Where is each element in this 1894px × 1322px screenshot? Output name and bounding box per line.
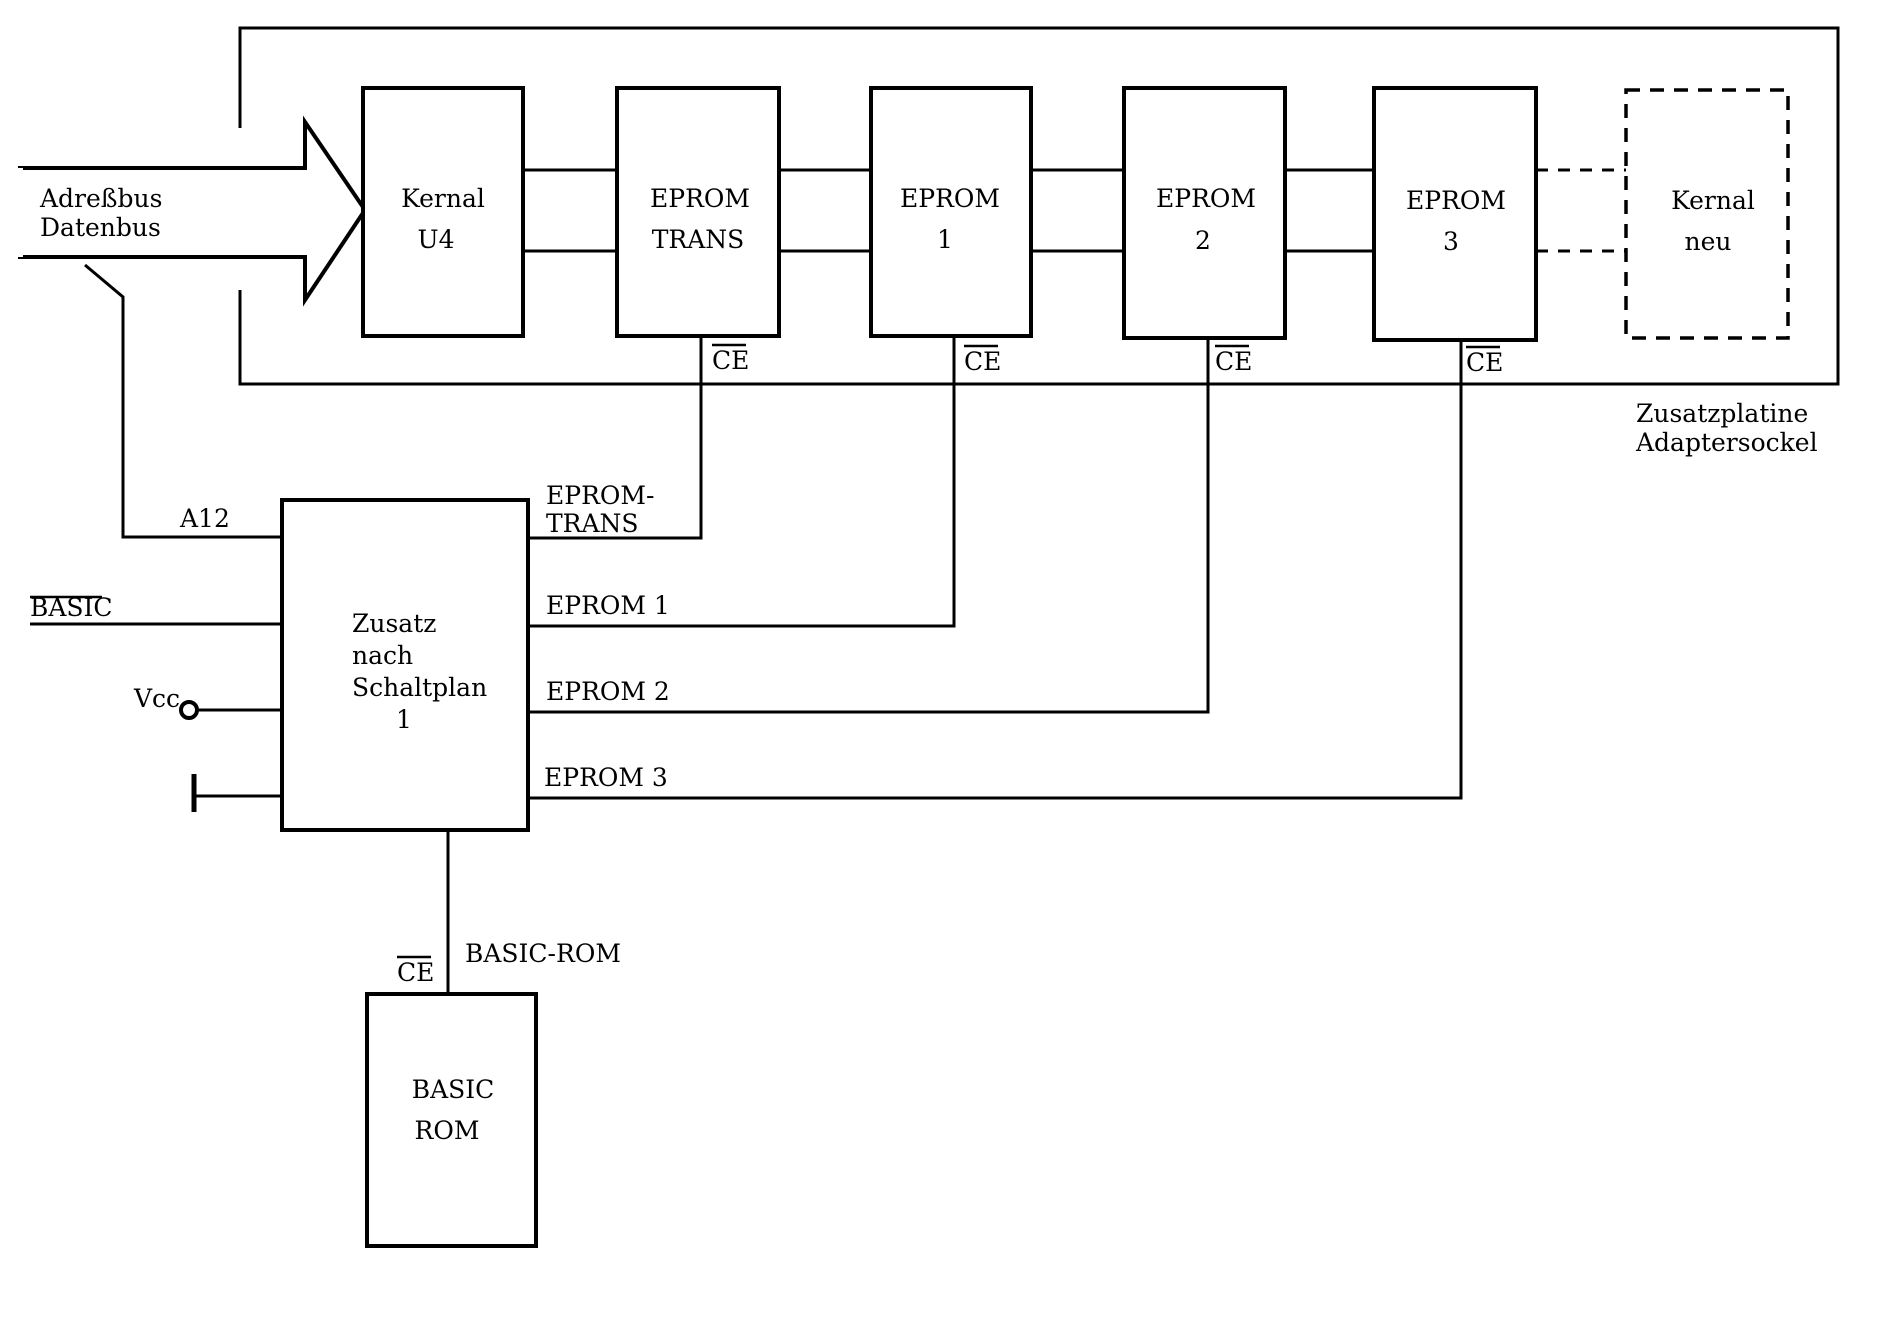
ce-label-eprom-2: CE [1215,347,1252,376]
eprom-3-label-1: EPROM [1406,186,1506,215]
eprom-1-label-1: EPROM [900,184,1000,213]
bus-label-address: Adreßbus [39,184,162,213]
ce-label-eprom-trans: CE [712,346,749,375]
a12-label: A12 [179,504,230,533]
kernal-neu-label-2: neu [1685,227,1732,256]
eprom-3-label-2: 3 [1443,227,1459,256]
bus-arrow [18,115,368,307]
eprom-2-chip [1122,86,1287,340]
eprom-1-chip [869,86,1033,338]
vcc-terminal-icon [179,700,199,720]
board-label-2: Adaptersockel [1635,428,1818,457]
eprom-trans-label-1: EPROM [650,184,750,213]
eprom-1-ce-wire [528,338,956,628]
zusatz-label-3: Schaltplan [352,673,487,702]
kernal-neu-label-1: Kernal [1671,186,1755,215]
eprom-2-label-2: 2 [1195,226,1211,255]
zusatz-schaltplan-block [280,498,530,832]
basic-rom-label-1: BASIC [412,1075,495,1104]
eprom-1-label-2: 1 [937,225,953,254]
kernal-u4-label-1: Kernal [401,184,485,213]
ce-label-eprom-1: CE [964,347,1001,376]
basic-rom-label-2: ROM [415,1116,480,1145]
out-eprom-trans-label-1: EPROM- [546,481,654,510]
eprom-trans-chip [615,86,781,338]
zusatz-label-1: Zusatz [352,609,436,638]
eprom-3-ce-wire [528,342,1463,800]
basic-rom-wire-label: BASIC-ROM [465,939,621,968]
eprom-trans-label-2: TRANS [652,225,745,254]
out-eprom-1-label: EPROM 1 [546,591,670,620]
zusatz-label-4: 1 [396,705,412,734]
adapter-board-outline [238,26,1840,386]
eprom-2-ce-wire [528,340,1210,714]
eprom-trans-ce-wire [528,338,703,540]
eprom-2-label-1: EPROM [1156,184,1256,213]
a12-wire [84,263,282,539]
ce-label-basic-rom: CE [397,958,434,987]
kernal-u4-label-2: U4 [418,225,455,254]
kernal-neu-chip-optional [1624,88,1790,340]
ce-label-eprom-3: CE [1466,348,1503,377]
basic-rom-chip [365,992,538,1248]
eprom-3-chip [1372,86,1538,342]
bus-label-data: Datenbus [40,213,161,242]
board-label-1: Zusatzplatine [1636,399,1808,428]
out-eprom-2-label: EPROM 2 [546,677,670,706]
out-eprom-3-label: EPROM 3 [544,763,668,792]
vcc-label: Vcc [133,684,180,713]
zusatz-label-2: nach [352,641,413,670]
kernal-u4-chip [361,86,525,338]
out-eprom-trans-label-2: TRANS [546,509,639,538]
